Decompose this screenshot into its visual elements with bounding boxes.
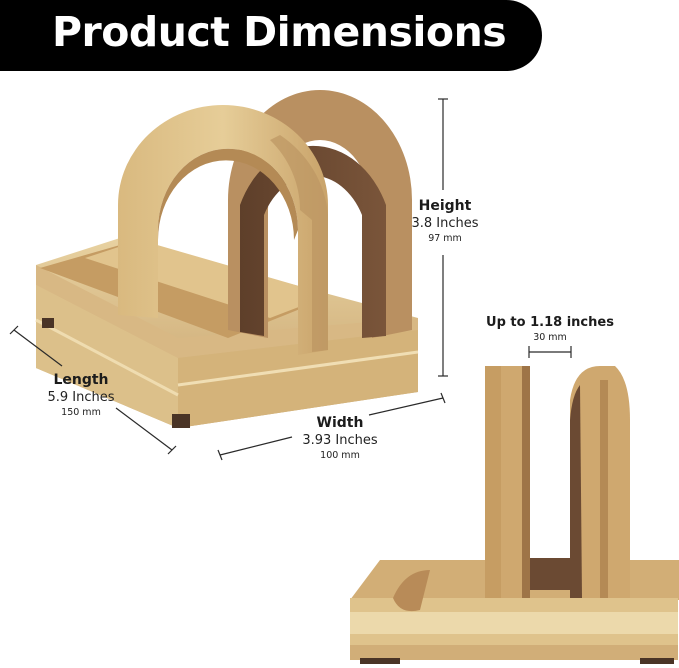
gap-dimension-line (528, 346, 572, 358)
length-inches: 5.9 Inches (47, 390, 115, 405)
detail-left-arch (485, 366, 530, 598)
gap-title: Up to 1.18 inches (486, 315, 614, 330)
gap-label: Up to 1.18 inches 30 mm (480, 314, 620, 345)
title-banner: Product Dimensions (0, 0, 542, 71)
page-title: Product Dimensions (52, 8, 507, 56)
height-title: Height (418, 198, 472, 214)
length-mm: 150 mm (61, 407, 101, 418)
width-label: Width 3.93 Inches 100 mm (290, 415, 390, 463)
detail-base (350, 560, 679, 664)
height-mm: 97 mm (428, 233, 462, 244)
main-arch-front (118, 105, 328, 355)
height-dimension-line (438, 98, 448, 377)
gap-mm: 30 mm (533, 332, 567, 343)
width-inches: 3.93 Inches (302, 433, 378, 448)
width-title: Width (316, 415, 364, 431)
width-dimension-line (217, 392, 446, 461)
length-title: Length (53, 372, 109, 388)
length-dimension-line (9, 325, 177, 455)
detail-right-arch (570, 366, 630, 598)
height-inches: 3.8 Inches (411, 216, 479, 231)
height-label: Height 3.8 Inches 97 mm (400, 198, 490, 246)
width-mm: 100 mm (320, 450, 360, 461)
length-label: Length 5.9 Inches 150 mm (36, 372, 126, 420)
